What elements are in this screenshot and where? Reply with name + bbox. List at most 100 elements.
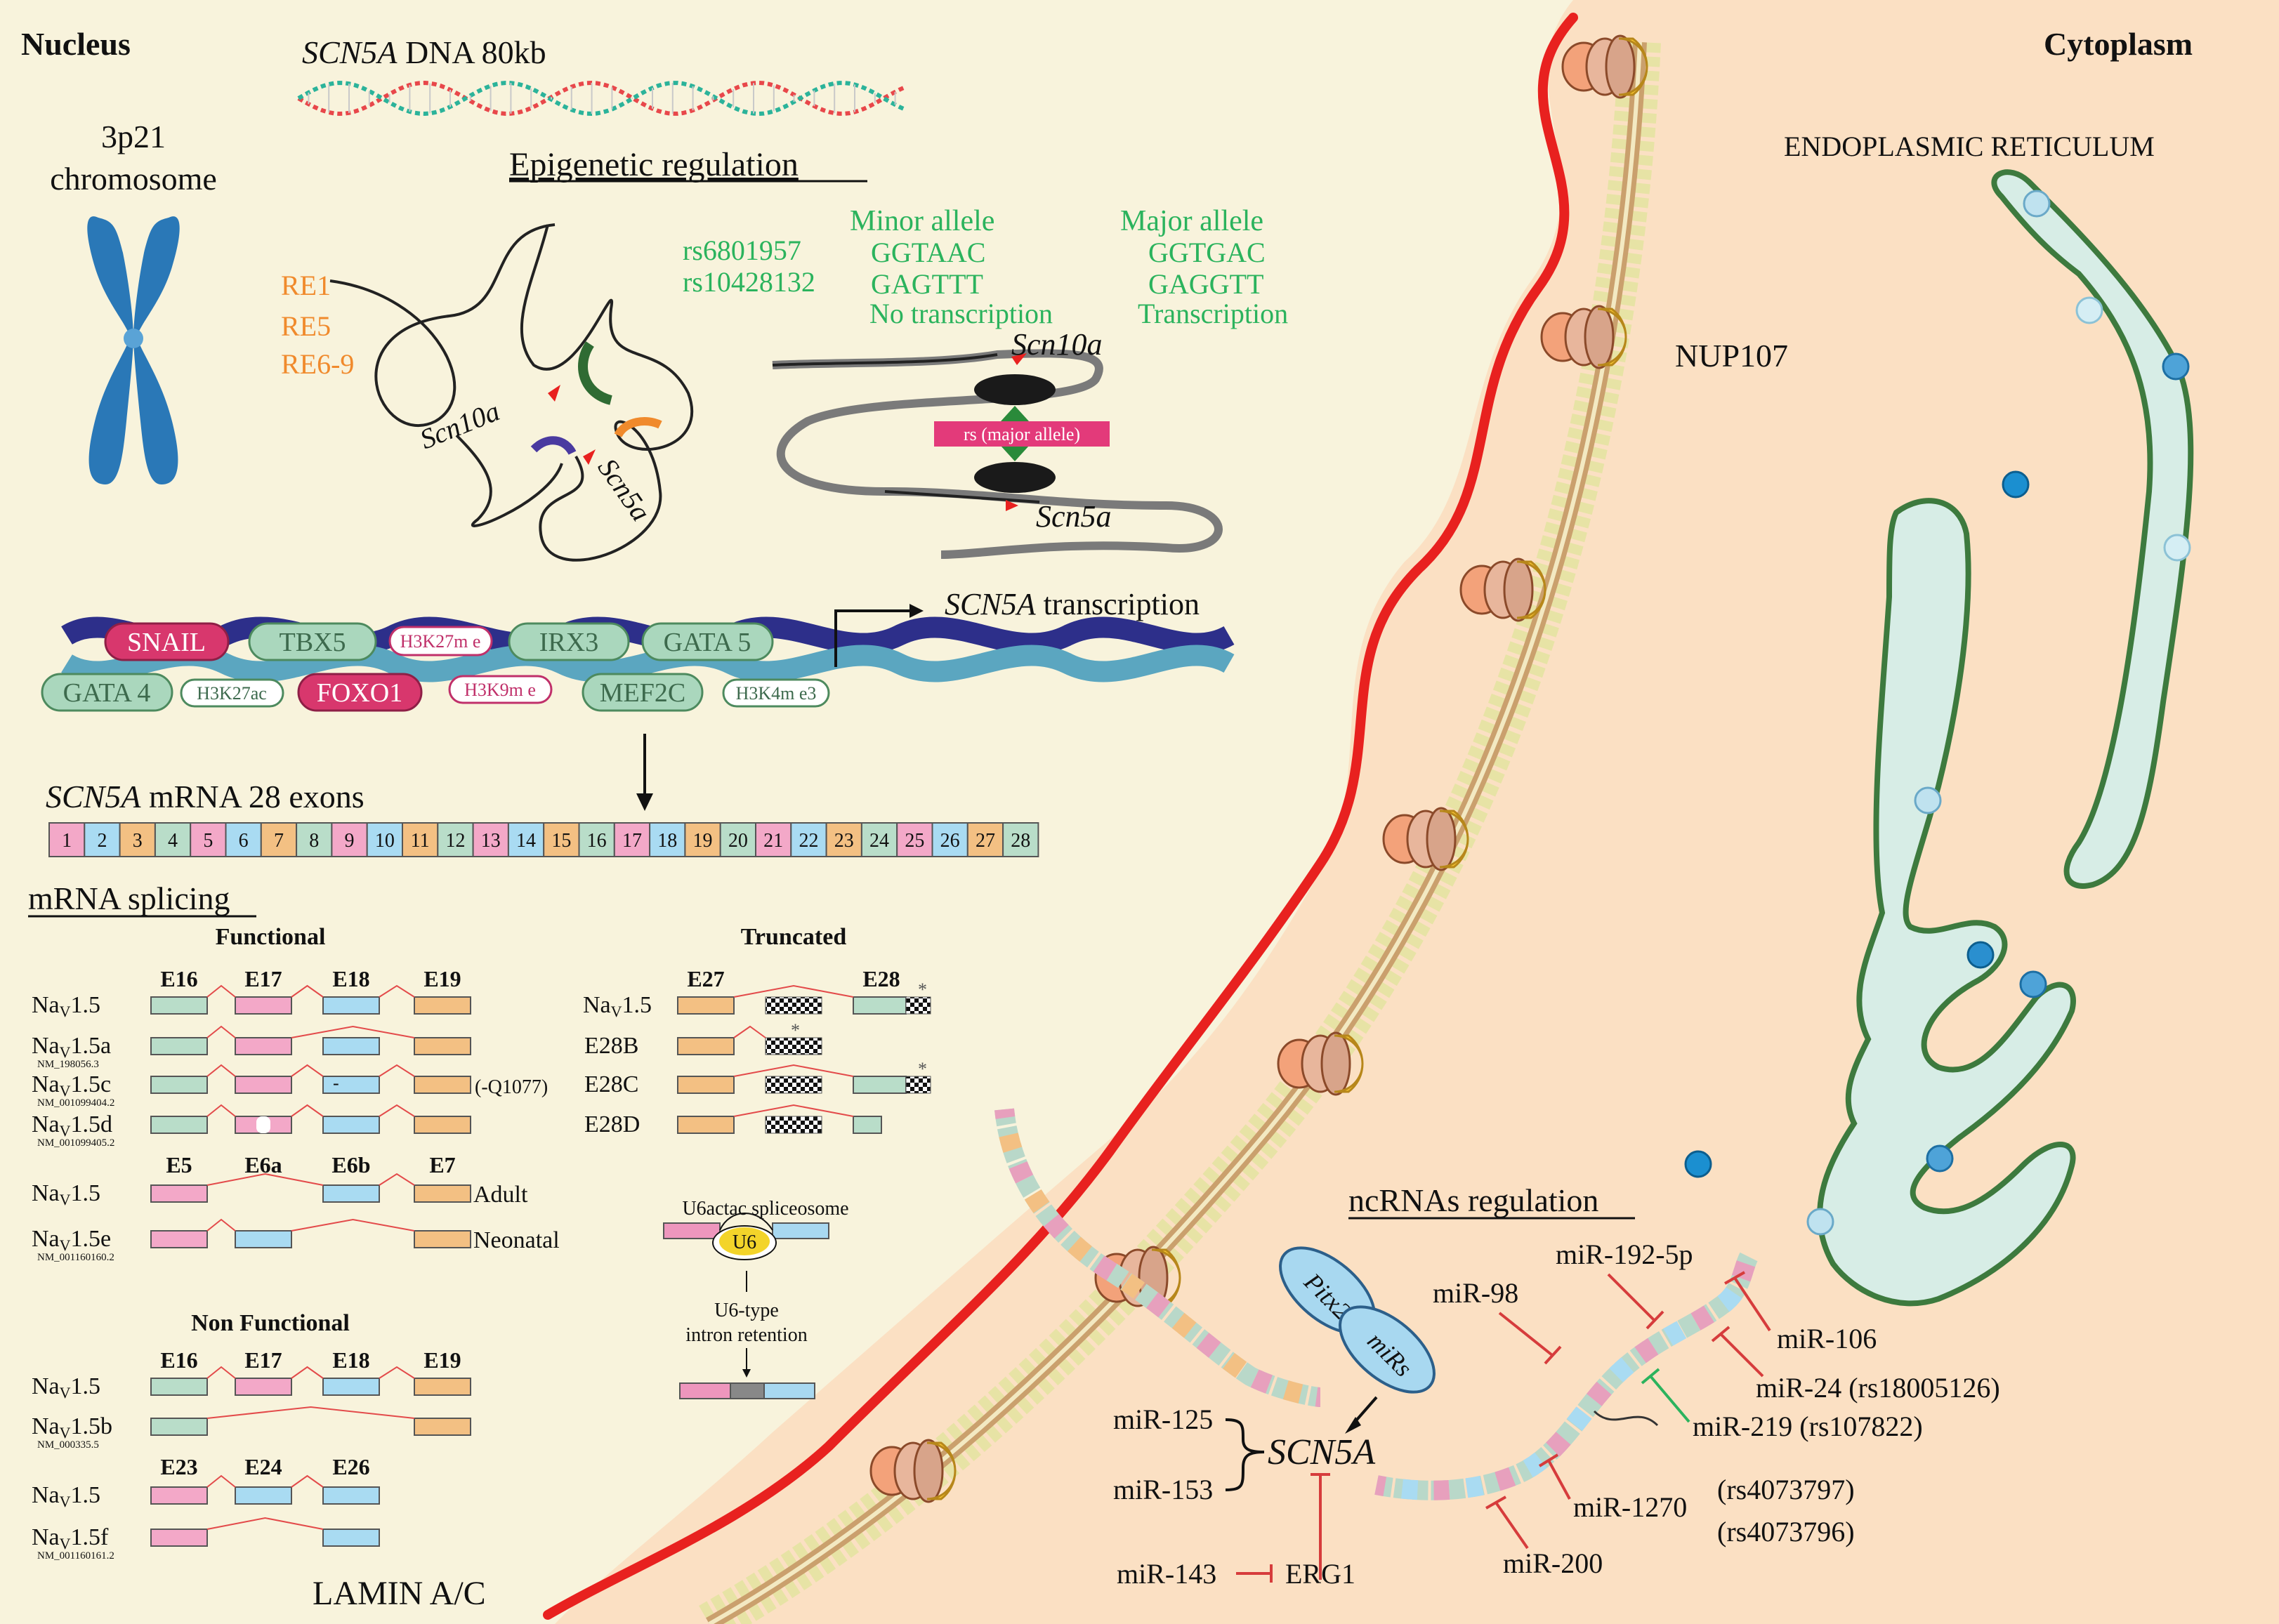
exon-box — [154, 822, 192, 857]
splice-junction — [733, 1025, 766, 1038]
splice-junction — [206, 1517, 324, 1530]
splice-junction — [206, 1406, 415, 1419]
minor-allele-header: Minor allele — [850, 205, 994, 237]
exon-block — [235, 1378, 292, 1396]
ribosome — [1966, 941, 1995, 969]
exon-box — [1002, 822, 1039, 857]
exon-header: E16 — [160, 966, 197, 991]
splice-junction — [291, 1366, 324, 1379]
u6actac-label: U6actac spliceosome — [682, 1198, 848, 1220]
major-allele-effect: Transcription — [1138, 298, 1288, 329]
splice-junction — [206, 1218, 236, 1232]
transcription-arrow — [834, 604, 924, 667]
exon-number: 21 — [763, 830, 783, 852]
isoform-name: NaV1.5a — [32, 1033, 111, 1061]
exon-block — [414, 1116, 471, 1134]
exon-block — [414, 1184, 471, 1203]
u6actac-diagram: U6actac spliceosome U6 U6-type intron re… — [663, 1198, 849, 1399]
er-label: ENDOPLASMIC RETICULUM — [1784, 131, 2155, 162]
exon-number: 24 — [869, 830, 889, 852]
exon-block — [677, 1037, 735, 1055]
splice-junction — [206, 1104, 236, 1117]
exon-block — [150, 1037, 208, 1055]
exon-header: E19 — [423, 966, 461, 991]
lamin-label: LAMIN A/C — [313, 1575, 486, 1612]
pitx2-arrow — [1345, 1396, 1378, 1434]
exon-block — [414, 1037, 471, 1055]
exon-block — [853, 1076, 907, 1094]
exon-block — [235, 1230, 292, 1248]
nonfunctional-title: Non Functional — [191, 1310, 350, 1336]
dna-strand-red — [297, 80, 907, 117]
untranslated-region — [905, 996, 931, 1015]
tf-foxo1-label: FOXO1 — [317, 678, 402, 708]
untranslated-region — [765, 1037, 822, 1055]
exon-number: 12 — [445, 830, 465, 852]
exon-block — [150, 1418, 208, 1436]
isoform-name: NaV1.5b — [32, 1413, 112, 1441]
nuclear-pore — [1382, 807, 1469, 871]
exon-number: 15 — [551, 830, 571, 852]
major-allele-seq1: GGTGAC — [1148, 237, 1266, 268]
nuclear-pore — [1459, 557, 1546, 622]
exon-number: 28 — [1011, 830, 1030, 852]
exon-header: E17 — [244, 1347, 282, 1373]
mir106-label: miR-106 — [1777, 1323, 1877, 1354]
exon-box — [931, 822, 968, 857]
down-arrow — [636, 734, 653, 811]
exon-box — [331, 822, 368, 857]
exon-box — [260, 822, 298, 857]
truncated-title: Truncated — [741, 924, 847, 950]
exon-block — [414, 996, 471, 1015]
ribosome — [2163, 534, 2191, 562]
exon-gap — [256, 1116, 270, 1133]
exon-box — [402, 822, 439, 857]
stop-codon-mark: * — [918, 1059, 927, 1079]
tf-tbx5-label: TBX5 — [280, 628, 346, 657]
exon-box — [48, 822, 86, 857]
exon-number: 20 — [728, 830, 748, 852]
exon-number: 13 — [481, 830, 501, 852]
tf-h3k4me3 — [722, 678, 830, 708]
untranslated-region — [765, 1116, 822, 1134]
exon-number: 9 — [345, 830, 355, 852]
splice-junction — [733, 1064, 854, 1077]
re5-label: RE5 — [281, 310, 331, 342]
exon-block — [322, 1076, 380, 1094]
exon-block — [414, 1418, 471, 1436]
exon-block — [150, 1116, 208, 1134]
stop-codon-mark: * — [918, 979, 927, 1000]
exon-number: 1 — [62, 830, 72, 852]
exon-box — [472, 822, 509, 857]
exon-header: E16 — [160, 1347, 197, 1373]
splice-junction — [379, 1104, 415, 1117]
exon-number: 6 — [239, 830, 249, 852]
u6-retained-exon-right — [763, 1382, 815, 1399]
re1-label: RE1 — [281, 270, 331, 301]
u6type-line1: U6-type — [714, 1300, 779, 1321]
splice-junction — [206, 1025, 236, 1038]
splice-junction — [379, 1366, 415, 1379]
splice-junction — [206, 984, 236, 998]
exon-block — [235, 1076, 292, 1094]
exon-block — [322, 1037, 380, 1055]
chromosome-icon — [87, 216, 180, 484]
splice-junction — [733, 984, 854, 998]
tf-gata5 — [641, 622, 774, 661]
exon-header: E17 — [244, 966, 282, 991]
tf-h3k27me — [388, 626, 493, 656]
splice-junction — [291, 1064, 324, 1077]
chromosome-label-line2: chromosome — [50, 161, 217, 197]
mirs-bubble — [1339, 1305, 1436, 1394]
isoform-accession: NM_001160161.2 — [37, 1550, 114, 1562]
tf-h3k27ac-label: H3K27ac — [197, 683, 267, 704]
exon-header: E18 — [332, 1347, 369, 1373]
untranslated-region — [905, 1076, 931, 1094]
exon-number: 23 — [834, 830, 854, 852]
scn5a-label: Scn5a — [1036, 499, 1112, 534]
exon-block — [322, 1486, 380, 1505]
tf-gata5-label: GATA 5 — [664, 628, 751, 657]
tf-h3k4me3-label: H3K4m e3 — [736, 683, 817, 704]
exon-block — [150, 1230, 208, 1248]
